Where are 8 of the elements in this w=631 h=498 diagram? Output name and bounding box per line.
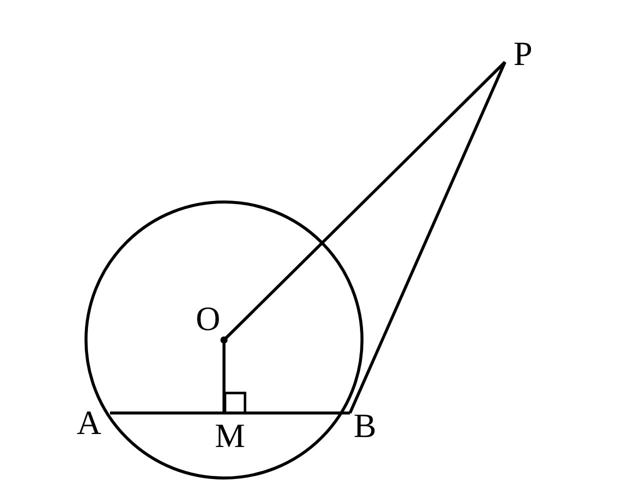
point-label: P — [508, 38, 538, 74]
point-label: B — [350, 410, 380, 446]
point-label: A — [74, 407, 104, 443]
line-segment — [220, 336, 228, 413]
point-label: O — [193, 303, 223, 339]
line-segment — [110, 412, 350, 414]
line-segment — [348, 61, 506, 414]
point-label: M — [211, 420, 249, 456]
